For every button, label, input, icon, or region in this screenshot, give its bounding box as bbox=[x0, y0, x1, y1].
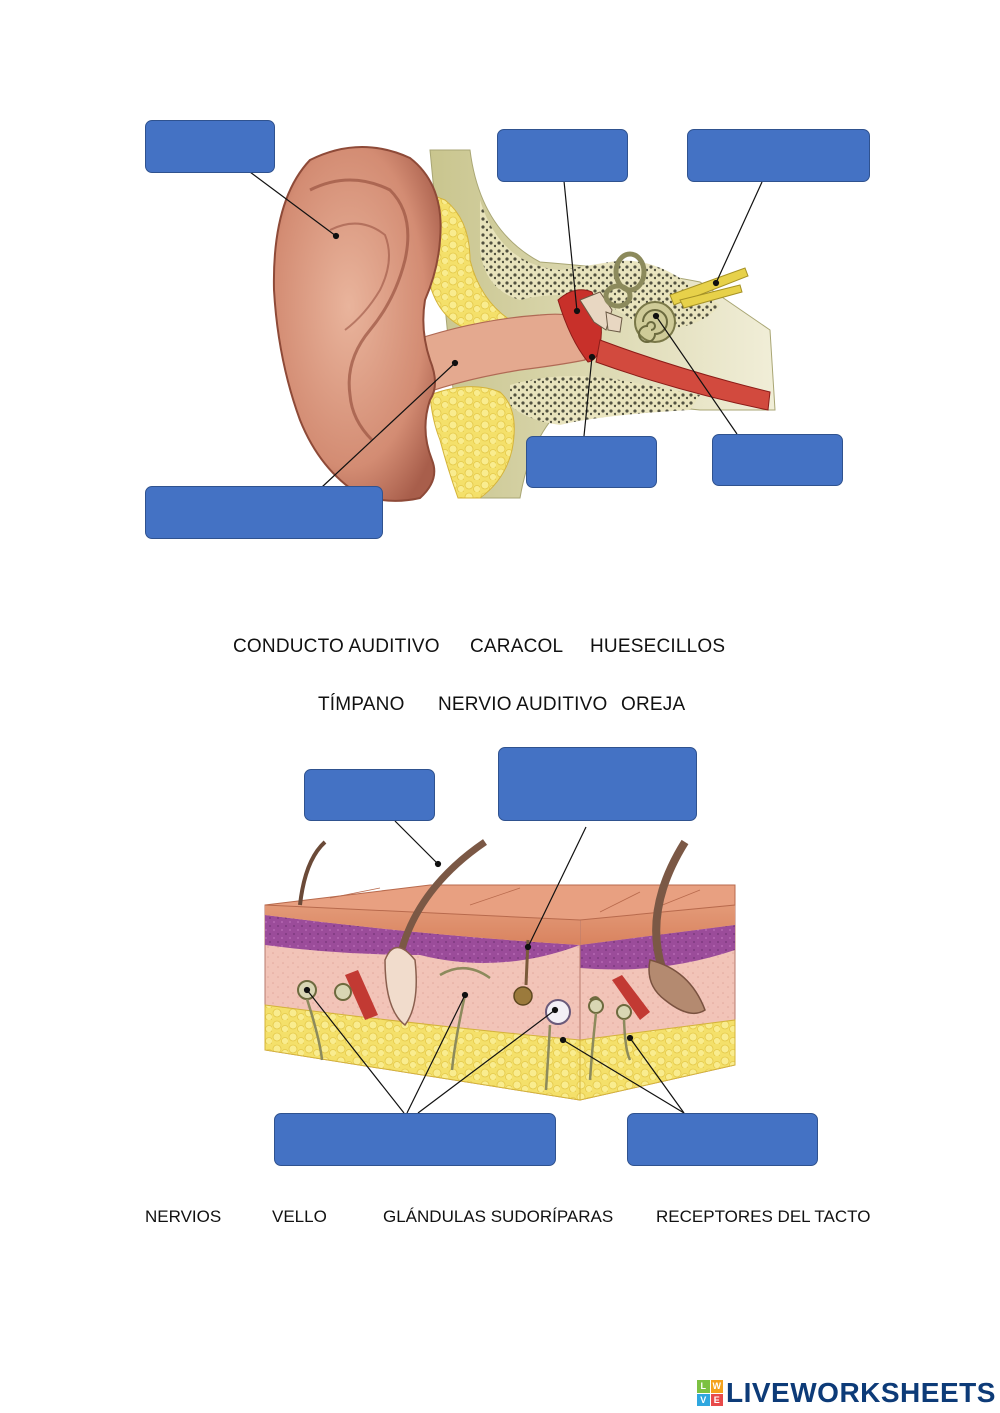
skin-leader-lines bbox=[303, 820, 685, 1114]
ear-word-conducto-auditivo: CONDUCTO AUDITIVO bbox=[233, 636, 440, 657]
skin-word-glandulas-sudoriparas: GLÁNDULAS SUDORÍPARAS bbox=[383, 1207, 614, 1226]
ear-word-nervio-auditivo: NERVIO AUDITIVO bbox=[438, 694, 608, 715]
skin-word-nervios: NERVIOS bbox=[145, 1207, 222, 1226]
ear-answer-box-huesecillos[interactable] bbox=[526, 436, 657, 488]
ear-word-caracol: CARACOL bbox=[470, 636, 564, 657]
ear-answer-box-nervio-auditivo[interactable] bbox=[687, 129, 870, 182]
skin-answer-box-receptores-del-tacto[interactable] bbox=[274, 1113, 556, 1166]
ear-illustration bbox=[272, 146, 776, 502]
liveworksheets-logo-icon: L W V E bbox=[697, 1380, 723, 1406]
ear-answer-box-caracol[interactable] bbox=[712, 434, 843, 486]
ear-word-oreja: OREJA bbox=[621, 694, 686, 715]
skin-answer-box-vello[interactable] bbox=[304, 769, 435, 821]
skin-illustration bbox=[264, 839, 736, 1101]
ear-word-timpano: TÍMPANO bbox=[318, 694, 405, 715]
ear-leader-lines bbox=[249, 171, 763, 488]
skin-answer-box-glandulas-sudoriparas[interactable] bbox=[498, 747, 697, 821]
skin-word-receptores-del-tacto: RECEPTORES DEL TACTO bbox=[656, 1207, 871, 1226]
ear-word-huesecillos: HUESECILLOS bbox=[590, 636, 726, 657]
ear-answer-box-conducto-auditivo[interactable] bbox=[145, 486, 383, 539]
liveworksheets-logo: L W V E LIVEWORKSHEETS bbox=[697, 1376, 996, 1410]
ear-answer-box-timpano[interactable] bbox=[497, 129, 628, 182]
ear-answer-box-oreja[interactable] bbox=[145, 120, 275, 173]
skin-word-vello: VELLO bbox=[272, 1207, 327, 1226]
skin-answer-box-nervios[interactable] bbox=[627, 1113, 818, 1166]
liveworksheets-brand-text: LIVEWORKSHEETS bbox=[726, 1377, 996, 1408]
